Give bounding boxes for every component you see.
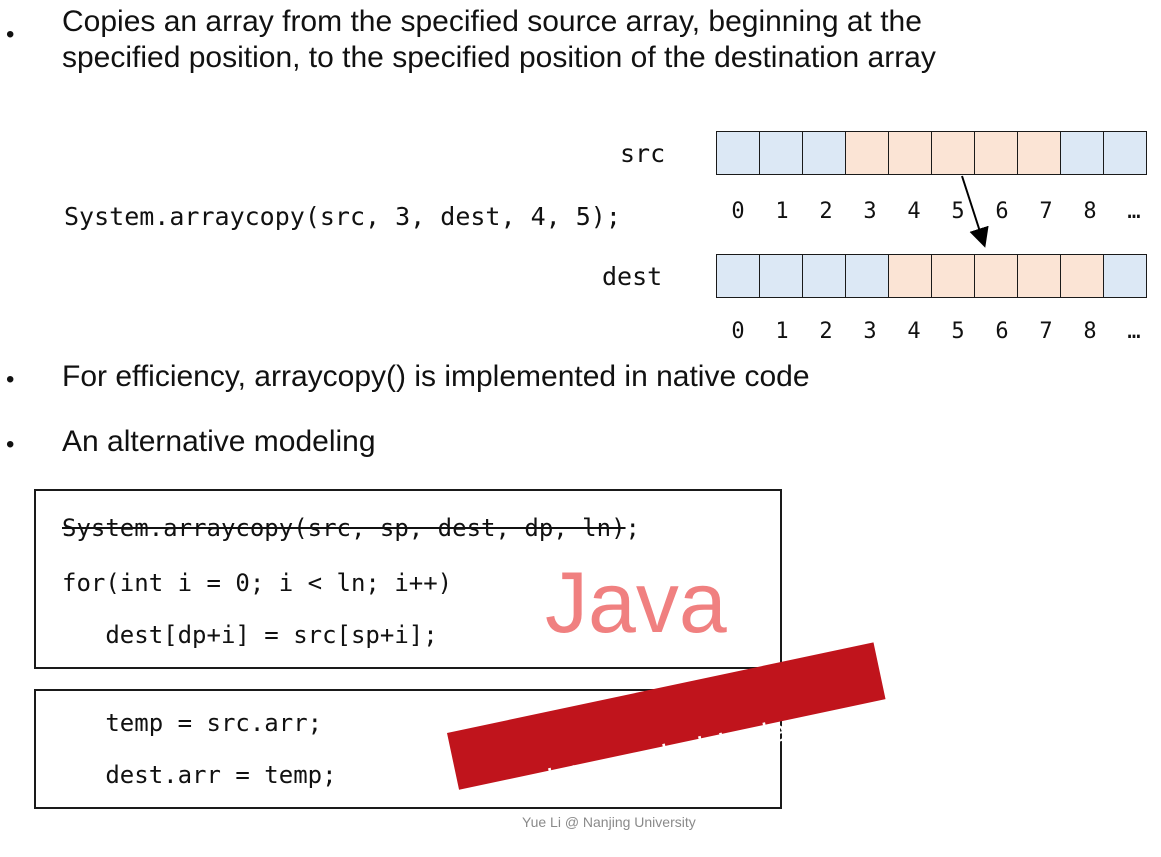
dest-index-6: 6 <box>995 319 1009 344</box>
src-index-3: 3 <box>863 199 877 224</box>
java-label: Java <box>545 555 727 651</box>
bullet-1-line-2: specified position, to the specified pos… <box>62 41 936 74</box>
dest-cell-1 <box>759 254 803 298</box>
dest-index-8: 8 <box>1083 319 1097 344</box>
dest-cell-7 <box>1017 254 1061 298</box>
src-index-7: 7 <box>1039 199 1053 224</box>
src-cell-3 <box>845 131 889 175</box>
src-cell-5 <box>931 131 975 175</box>
semicolon: ; <box>625 514 640 542</box>
dest-index-2: 2 <box>819 319 833 344</box>
dest-label: dest <box>602 262 663 291</box>
src-index-9: … <box>1127 199 1141 224</box>
code-line-struck: System.arraycopy(src, sp, dest, dp, ln); <box>62 513 640 543</box>
struck-arraycopy: System.arraycopy(src, sp, dest, dp, ln) <box>62 514 626 542</box>
dest-index-3: 3 <box>863 319 877 344</box>
dest-index-5: 5 <box>951 319 965 344</box>
src-index-8: 8 <box>1083 199 1097 224</box>
dest-index-0: 0 <box>731 319 745 344</box>
src-index-4: 4 <box>907 199 921 224</box>
arraycopy-call: System.arraycopy(src, 3, dest, 4, 5); <box>64 202 621 231</box>
src-index-5: 5 <box>951 199 965 224</box>
src-label: src <box>620 139 666 168</box>
bullet-1-line-1: Copies an array from the specified sourc… <box>62 5 922 38</box>
src-array <box>716 131 1147 175</box>
dest-index-1: 1 <box>775 319 789 344</box>
footer-credit: Yue Li @ Nanjing University <box>522 814 696 830</box>
dest-cell-9 <box>1103 254 1147 298</box>
src-index-0: 0 <box>731 199 745 224</box>
dest-cell-4 <box>888 254 932 298</box>
code-line-for: for(int i = 0; i < ln; i++) <box>62 569 453 597</box>
code-box-java <box>34 489 782 669</box>
bullet-2-text: For efficiency, arraycopy() is implement… <box>62 360 810 393</box>
bullet-glyph: • <box>6 431 15 458</box>
dest-index-7: 7 <box>1039 319 1053 344</box>
src-cell-1 <box>759 131 803 175</box>
src-index-6: 6 <box>995 199 1009 224</box>
code-line-temp: temp = src.arr; <box>62 709 323 737</box>
bullet-glyph: • <box>6 21 15 48</box>
src-index-1: 1 <box>775 199 789 224</box>
dest-cell-5 <box>931 254 975 298</box>
dest-cell-8 <box>1060 254 1104 298</box>
dest-cell-2 <box>802 254 846 298</box>
dest-cell-0 <box>716 254 760 298</box>
dest-array <box>716 254 1147 298</box>
bullet-glyph: • <box>6 366 15 393</box>
dest-index-9: … <box>1127 319 1141 344</box>
dest-indices: 0 1 2 3 4 5 6 7 8 … <box>716 318 1156 346</box>
dest-cell-6 <box>974 254 1018 298</box>
dest-cell-3 <box>845 254 889 298</box>
code-line-dest-arr: dest.arr = temp; <box>62 761 337 789</box>
src-index-2: 2 <box>819 199 833 224</box>
code-line-assign: dest[dp+i] = src[sp+i]; <box>62 621 438 649</box>
src-cell-9 <box>1103 131 1147 175</box>
dest-index-4: 4 <box>907 319 921 344</box>
src-indices: 0 1 2 3 4 5 6 7 8 … <box>716 198 1156 226</box>
bullet-3-text: An alternative modeling <box>62 425 376 458</box>
